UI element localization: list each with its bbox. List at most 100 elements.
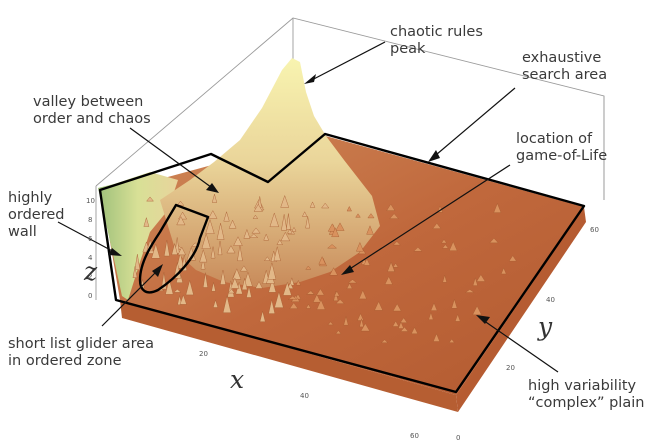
surface-spike <box>386 203 396 211</box>
arrowhead-exhaustive-search <box>428 150 440 162</box>
tick-labels: 20 40 60 0 20 40 60 0 2 4 6 8 10 <box>86 197 599 442</box>
surface-spike <box>211 193 218 203</box>
surface-spike <box>392 303 402 312</box>
surface-spike <box>316 288 325 296</box>
surface-spike <box>374 301 384 311</box>
exhaustive-search-outline <box>98 132 586 394</box>
surface-spike <box>264 256 271 261</box>
label-complex-plain: high variability “complex” plain <box>528 378 644 411</box>
surface-spike <box>212 299 219 308</box>
surface-spike <box>269 212 279 227</box>
surface-spike <box>252 214 259 219</box>
surface-spike <box>223 211 230 222</box>
surface-spike <box>291 226 297 232</box>
arrow-complex-plain <box>479 317 559 373</box>
z-tick-2: 2 <box>88 273 92 281</box>
surface-spike <box>217 240 223 256</box>
surface-spike <box>227 288 236 294</box>
surface-spike <box>199 248 208 263</box>
surface <box>98 58 586 412</box>
surface-spike <box>200 258 206 270</box>
surface-spike <box>329 267 338 276</box>
surface-spike <box>273 246 281 261</box>
surface-spike <box>347 279 358 284</box>
surface-spike <box>442 244 449 249</box>
surface-spike <box>448 338 455 343</box>
label-valley-line-2: order and chaos <box>33 111 151 127</box>
surface-spike <box>208 210 218 219</box>
surface-spike <box>316 299 326 310</box>
surface-spike <box>392 320 399 327</box>
arrow-valley <box>129 127 216 191</box>
surface-spike <box>508 255 517 262</box>
surface-spike <box>228 219 237 229</box>
surface-spike <box>384 276 393 285</box>
surface-spike <box>327 223 337 232</box>
arrowhead-complex-plain <box>476 315 490 324</box>
surface-spike <box>432 222 442 229</box>
surface-spike <box>472 277 478 286</box>
surface-spike <box>500 267 507 275</box>
z-tick-8: 8 <box>88 216 92 224</box>
surface-spike <box>309 201 316 208</box>
arrow-exhaustive-search <box>429 87 516 161</box>
x-tick-40: 40 <box>300 392 309 400</box>
surface-spike <box>335 299 345 304</box>
surface-spike <box>331 227 340 237</box>
surface-spike <box>173 289 182 293</box>
surface-spike <box>346 205 352 212</box>
surface-spike <box>335 222 345 231</box>
arrow-game-of-life <box>344 164 511 273</box>
surface-spike <box>327 321 334 326</box>
z-tick-6: 6 <box>88 235 93 243</box>
surface-spike <box>143 216 150 227</box>
surface-spike <box>171 242 178 255</box>
surface-spike <box>387 261 395 272</box>
surface-spike <box>451 298 458 309</box>
surface-spike <box>399 317 408 323</box>
surface-spike <box>276 239 283 245</box>
surface-spike <box>366 225 374 235</box>
surface-spike <box>268 299 276 314</box>
label-glider-area-line-2: in ordered zone <box>8 353 122 369</box>
surface-spike <box>243 228 251 239</box>
surface-spike <box>448 241 458 251</box>
surface-spike <box>249 233 259 238</box>
surface-spike <box>239 265 248 272</box>
surface-spike <box>305 265 312 270</box>
surface-spike <box>132 266 138 278</box>
surface-spike <box>151 243 161 259</box>
surface-spike <box>489 237 499 244</box>
surface-spike <box>211 282 216 292</box>
surface-spike <box>165 278 174 295</box>
arrowhead-game-of-life <box>341 265 354 275</box>
surface-spike <box>163 240 170 257</box>
surface-spike <box>286 213 291 230</box>
surface-spike <box>356 241 364 252</box>
arrowhead-valley <box>206 183 219 193</box>
surface-spike <box>400 326 409 332</box>
surface-spike <box>360 323 371 332</box>
surface-spike <box>176 253 185 269</box>
surface-spike <box>202 272 208 288</box>
region-outlines <box>98 132 586 394</box>
surface-spike <box>428 311 434 320</box>
surface-spike <box>289 302 299 309</box>
axis-title-y: y <box>537 312 553 341</box>
surface-spike <box>134 254 141 270</box>
surface-spike <box>305 303 312 309</box>
label-game-of-life: location of game-of-Life <box>516 131 607 164</box>
surface-spike <box>255 281 263 289</box>
surface-spike <box>253 203 263 212</box>
surface-spike <box>280 231 291 242</box>
glider-area-outline <box>138 203 210 294</box>
surface-spike <box>333 290 340 297</box>
x-tick-20: 20 <box>199 350 208 358</box>
surface-front-left <box>120 300 458 412</box>
surface-spikes <box>132 193 517 343</box>
surface-spike <box>226 245 236 254</box>
surface-spike <box>295 279 301 286</box>
surface-spike <box>321 202 330 209</box>
arrow-chaotic-peak <box>307 41 386 83</box>
annotations: chaotic rules peak exhaustive search are… <box>8 24 644 411</box>
